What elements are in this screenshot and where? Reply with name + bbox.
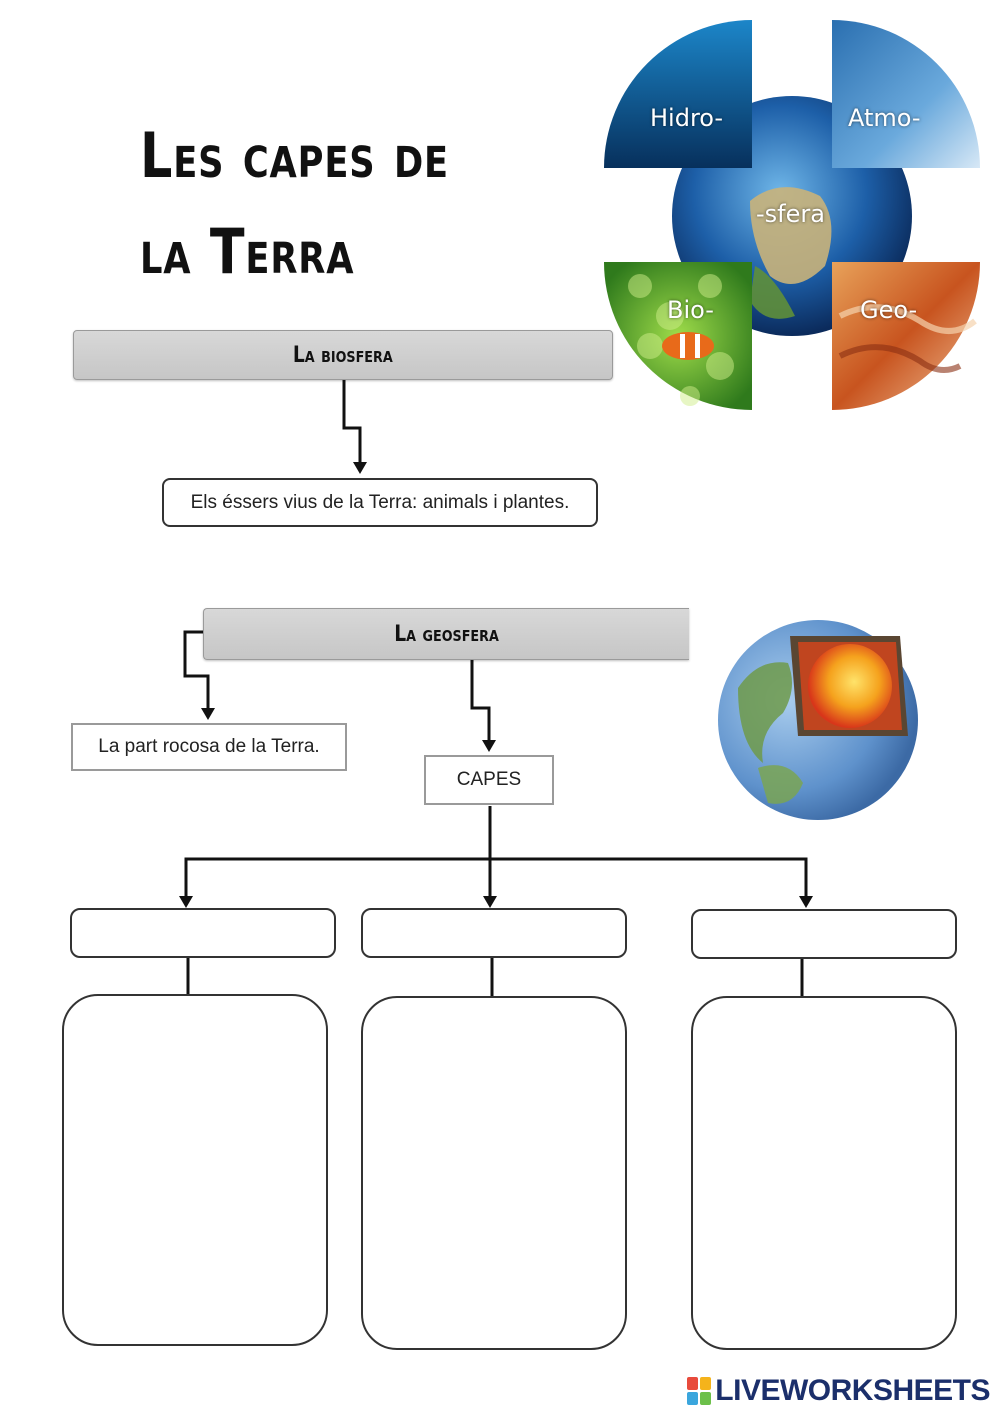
label-atmo: Atmo-	[848, 104, 921, 132]
label-geo: Geo-	[860, 296, 918, 324]
biosfera-definition-text: Els éssers vius de la Terra: animals i p…	[190, 491, 570, 513]
layer-2-description-input[interactable]	[361, 996, 627, 1350]
label-hidro: Hidro-	[650, 104, 724, 132]
label-bio: Bio-	[667, 296, 714, 324]
footer-brand-text: LIVEWORKSHEETS	[715, 1374, 990, 1407]
page-title: Les capes de la Terra	[140, 108, 501, 300]
geosfera-definition-text: La part rocosa de la Terra.	[98, 736, 320, 757]
title-line-1: Les capes de	[140, 119, 449, 192]
title-line-2: la Terra	[140, 215, 355, 288]
footer-brand: LIVEWORKSHEETS	[687, 1374, 990, 1408]
biosfera-header: La biosfera	[73, 330, 613, 380]
liveworksheets-logo-icon	[687, 1377, 712, 1405]
capes-box: CAPES	[424, 755, 554, 805]
capes-label: CAPES	[456, 769, 522, 790]
earth-spheres-collage	[604, 20, 980, 410]
geosfera-header: La geosfera	[203, 608, 689, 660]
biosfera-header-label: La biosfera	[293, 342, 393, 368]
biosfera-definition-box: Els éssers vius de la Terra: animals i p…	[162, 478, 598, 527]
geosfera-header-label: La geosfera	[394, 621, 499, 647]
layer-3-name-input[interactable]	[691, 909, 957, 959]
layer-1-name-input[interactable]	[70, 908, 336, 958]
layer-1-description-input[interactable]	[62, 994, 328, 1346]
layer-2-name-input[interactable]	[361, 908, 627, 958]
earth-cross-section-image	[718, 620, 918, 820]
geosphere-image	[832, 262, 980, 410]
layer-3-description-input[interactable]	[691, 996, 957, 1350]
hydrosphere-image	[604, 20, 752, 168]
geosfera-definition-box: La part rocosa de la Terra.	[71, 723, 347, 771]
atmosphere-image	[832, 20, 980, 168]
label-sfera: -sfera	[756, 200, 825, 228]
